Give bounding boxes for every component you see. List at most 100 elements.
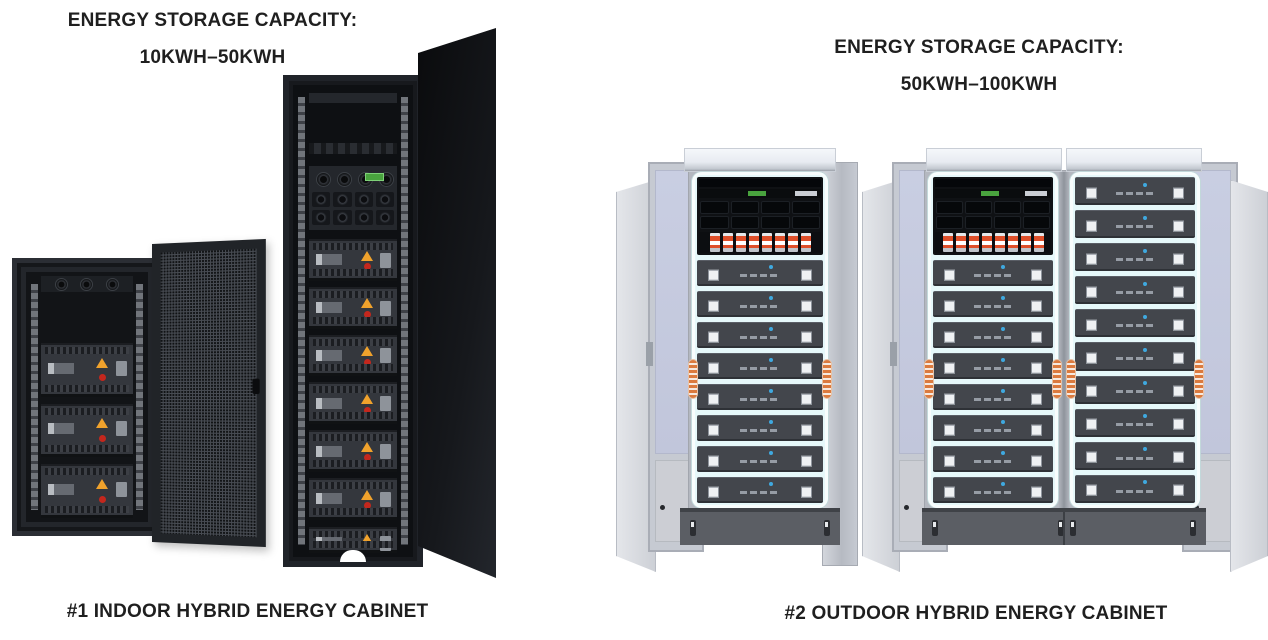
battery-module — [41, 343, 133, 397]
module-tag — [116, 360, 127, 376]
module-label — [739, 304, 781, 308]
module-tag — [380, 535, 391, 551]
battery-module — [933, 291, 1053, 317]
module-label — [48, 423, 74, 435]
latch — [800, 300, 812, 312]
battery-module — [309, 286, 397, 329]
connector-grid — [935, 200, 1051, 230]
module-label — [973, 459, 1013, 463]
cable-notch — [340, 550, 366, 562]
circuit-breaker — [955, 233, 966, 252]
circuit-breaker — [1020, 233, 1031, 252]
latch — [1085, 352, 1097, 364]
control-unit — [933, 177, 1053, 255]
latch — [1031, 486, 1043, 498]
battery-module — [1075, 441, 1195, 470]
cable-coil — [689, 360, 697, 399]
latch — [1173, 451, 1185, 463]
power-button — [364, 358, 372, 366]
status-led — [768, 389, 773, 394]
power-module-cell — [354, 210, 373, 225]
battery-rack-left-bay — [925, 172, 1061, 508]
latch — [1031, 362, 1043, 374]
status-led — [1001, 420, 1006, 425]
module-tag — [116, 481, 127, 497]
latch — [1085, 253, 1097, 265]
latch — [1031, 331, 1043, 343]
mesh-texture — [160, 248, 257, 538]
door-lock-icon — [904, 505, 909, 510]
latch — [943, 300, 955, 312]
empty-bay — [309, 103, 397, 141]
battery-module — [933, 446, 1053, 472]
open-door — [418, 28, 496, 578]
mounting-slot — [1190, 520, 1196, 536]
latch — [1085, 385, 1097, 397]
power-module-cell — [333, 192, 352, 207]
connector-slot — [936, 201, 963, 214]
status-led — [1001, 482, 1006, 487]
circuit-breaker — [1007, 233, 1018, 252]
latch — [1173, 319, 1185, 331]
status-led — [1001, 389, 1006, 394]
door-hinge — [646, 341, 653, 366]
latch — [708, 455, 720, 467]
battery-module — [1075, 210, 1195, 239]
power-module-cell — [375, 210, 394, 225]
battery-module — [41, 464, 133, 519]
lcd-display — [981, 191, 1000, 196]
connector-shelf — [309, 143, 397, 154]
power-button — [364, 454, 372, 462]
wall-cabinet-interior — [26, 272, 148, 522]
battery-module — [697, 353, 823, 379]
connector-slot — [791, 201, 820, 214]
empty-bay — [41, 292, 133, 338]
cabinet-roof — [1066, 148, 1202, 172]
rack-rail — [401, 97, 408, 545]
fan-icon — [316, 171, 331, 187]
latch — [1085, 485, 1097, 497]
mounting-slot — [824, 520, 830, 536]
display-strip — [699, 189, 821, 198]
power-module-grid — [312, 192, 394, 225]
connector-slot — [994, 201, 1021, 214]
warning-triangle-icon — [361, 394, 374, 405]
latch — [800, 455, 812, 467]
latch — [1031, 300, 1043, 312]
module-label — [1115, 357, 1155, 361]
empty-slot — [309, 154, 397, 166]
latch — [708, 424, 720, 436]
module-label — [1115, 191, 1155, 195]
latch — [943, 269, 955, 281]
module-label — [316, 493, 342, 505]
latch — [1085, 187, 1097, 199]
control-unit — [697, 177, 823, 255]
latch — [1173, 485, 1185, 497]
fan-icon — [337, 171, 352, 187]
module-label — [1115, 324, 1155, 328]
battery-module — [697, 260, 823, 286]
module-label — [316, 397, 342, 409]
status-led — [768, 265, 773, 270]
module-tag — [116, 421, 127, 437]
rack-rail — [31, 284, 38, 510]
latch — [1173, 286, 1185, 298]
latch — [943, 486, 955, 498]
circuit-breaker — [722, 233, 733, 252]
status-led — [1143, 215, 1148, 220]
latch — [1085, 451, 1097, 463]
connector-slot — [730, 201, 759, 214]
module-label — [739, 459, 781, 463]
latch — [708, 486, 720, 498]
warning-triangle-icon — [361, 298, 374, 309]
module-tag — [380, 444, 391, 460]
status-led — [768, 451, 773, 456]
status-led — [768, 482, 773, 487]
latch — [1173, 352, 1185, 364]
indoor-capacity-line2: 10KWH–50KWH — [139, 47, 286, 68]
latch — [800, 424, 812, 436]
base-seam — [1063, 512, 1065, 545]
latch — [1031, 269, 1043, 281]
top-unit — [309, 93, 397, 103]
circuit-breaker — [787, 233, 798, 252]
